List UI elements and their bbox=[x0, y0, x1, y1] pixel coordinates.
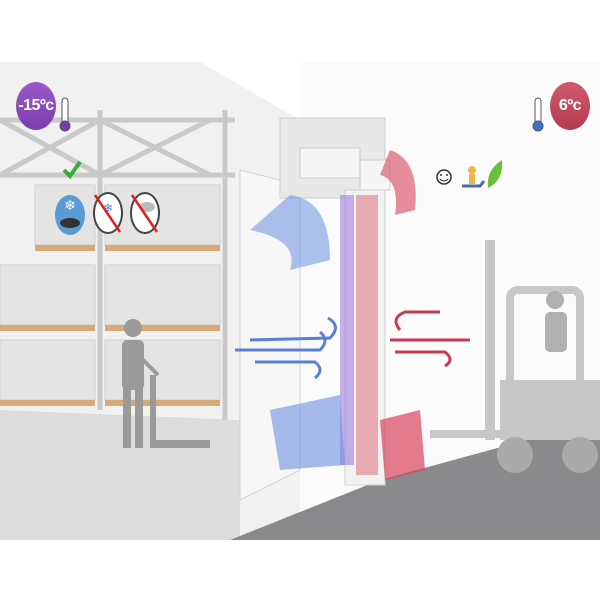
thermometer-icon bbox=[532, 97, 544, 132]
cold-air-curtain bbox=[340, 195, 354, 465]
svg-text:❄: ❄ bbox=[64, 197, 76, 213]
warm-air-curtain bbox=[356, 195, 378, 475]
ice-icon: ❄ bbox=[93, 192, 123, 234]
worker-with-pallet-jack bbox=[122, 319, 210, 448]
cold-wind-icon bbox=[235, 316, 337, 380]
smiley-icon bbox=[436, 169, 452, 185]
fog-icon bbox=[130, 192, 160, 234]
checkmark-icon bbox=[62, 160, 82, 180]
thermometer-icon bbox=[59, 97, 71, 132]
cold-temperature-badge: -15ºc bbox=[16, 82, 56, 130]
leaf-icon bbox=[487, 160, 503, 188]
pallets bbox=[0, 245, 220, 406]
warm-wind-icon bbox=[390, 310, 470, 368]
warm-air-floor-flow bbox=[380, 410, 425, 480]
cold-air-floor-flow bbox=[270, 395, 345, 470]
svg-text:❄: ❄ bbox=[103, 201, 113, 215]
air-curtain-unit bbox=[299, 147, 361, 179]
frozen-fish-icon: ❄ bbox=[55, 195, 85, 235]
forklift bbox=[430, 240, 600, 473]
money-hand-icon bbox=[462, 166, 486, 188]
warm-temperature-badge: 6ºc bbox=[550, 82, 590, 130]
warm-air-outlet bbox=[380, 150, 416, 215]
cold-floor bbox=[0, 410, 240, 540]
pallet-boxes bbox=[0, 184, 221, 401]
cold-air-flow-top bbox=[250, 195, 330, 270]
